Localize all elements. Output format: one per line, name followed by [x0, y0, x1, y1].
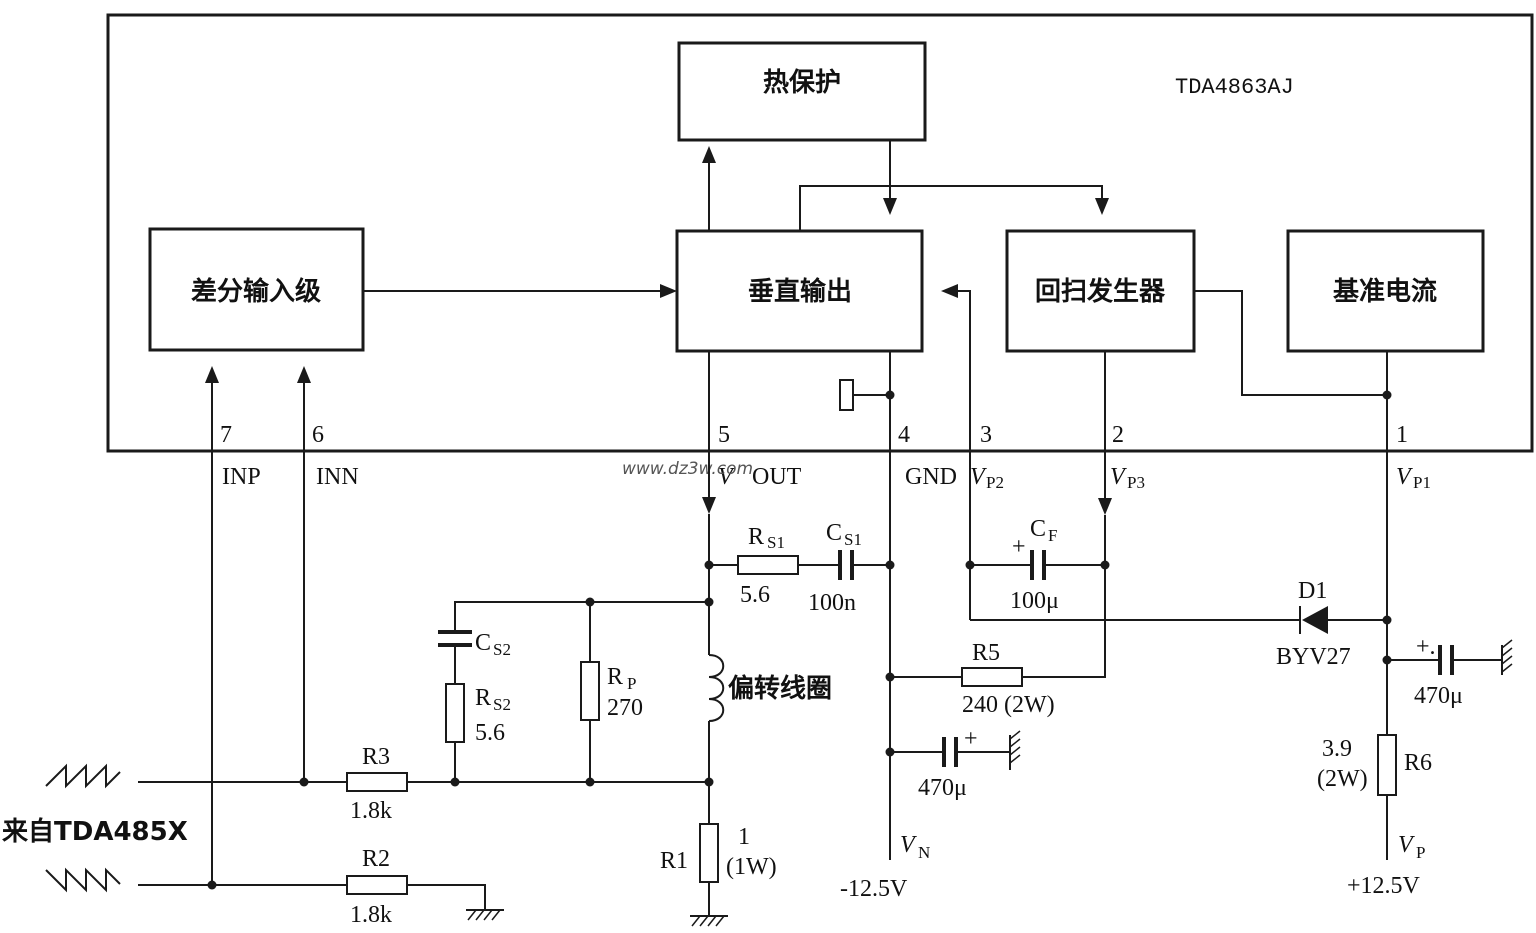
vp-v: V — [1398, 832, 1415, 858]
block-reference-label: 基准电流 — [1333, 277, 1437, 307]
r6-value: 3.9 — [1322, 736, 1352, 762]
coil-label: 偏转线圈 — [728, 673, 832, 704]
pin-6-number: 6 — [312, 422, 324, 448]
resistor-rs2 — [445, 683, 465, 743]
cs2-name: C — [475, 630, 491, 656]
r1-power: (1W) — [726, 854, 777, 880]
r6-name: R6 — [1404, 750, 1432, 776]
block-vertical-output: 垂直输出 — [675, 229, 924, 353]
rs1-sub: S1 — [767, 533, 785, 552]
internal-wiring — [205, 140, 1392, 451]
resistor-r2 — [346, 875, 408, 895]
block-flyback-label: 回扫发生器 — [1035, 276, 1166, 307]
pin-1-number: 1 — [1396, 422, 1408, 448]
d1-name: D1 — [1298, 578, 1327, 604]
r1-name: R1 — [660, 848, 688, 874]
c-vp-plus: +. — [1416, 634, 1436, 660]
cf-name: C — [1030, 516, 1046, 542]
pin-3-number: 3 — [980, 422, 992, 448]
vn-sub: N — [918, 843, 930, 862]
r5-name: R5 — [972, 640, 1000, 666]
output-branch — [138, 451, 895, 927]
pin-2-name-v: V — [1110, 464, 1127, 490]
resistor-r6 — [1377, 734, 1397, 796]
rs1-value: 5.6 — [740, 582, 770, 608]
vp-branch — [1377, 451, 1513, 860]
chip-outline — [106, 13, 1534, 453]
c-vn-plus: + — [964, 726, 978, 752]
pin-1-name-v: V — [1396, 464, 1413, 490]
r1-value: 1 — [738, 824, 750, 850]
rp-name: R — [607, 664, 623, 690]
r2-value: 1.8k — [350, 902, 392, 928]
pin-5-number: 5 — [718, 422, 730, 448]
c-vn-value: 470μ — [918, 775, 967, 801]
pin-2-number: 2 — [1112, 422, 1124, 448]
r3-name: R3 — [362, 744, 390, 770]
cf-plus: + — [1012, 534, 1026, 560]
pin-5-name-rest: OUT — [752, 464, 802, 490]
block-diff-input-label: 差分输入级 — [191, 276, 321, 307]
chip-name: TDA4863AJ — [1175, 75, 1294, 100]
vn-v: V — [900, 832, 917, 858]
block-flyback-generator: 回扫发生器 — [1005, 229, 1196, 353]
cs1-sub: S1 — [844, 530, 862, 549]
vp-sub: P — [1416, 843, 1425, 862]
r3-value: 1.8k — [350, 798, 392, 824]
block-thermal-protection: 热保护 — [677, 41, 927, 142]
component-labels: R S1 5.6 C S1 100n + C F 100μ D1 BYV27 +… — [350, 516, 1463, 928]
cf-sub: F — [1048, 526, 1057, 545]
resistor-rs1 — [737, 555, 799, 575]
vp-value: +12.5V — [1347, 873, 1421, 899]
pin-4-name: GND — [905, 464, 957, 490]
rp-sub: P — [627, 674, 636, 693]
cs1-value: 100n — [808, 590, 856, 616]
resistor-r5 — [961, 667, 1023, 687]
rp-value: 270 — [607, 695, 643, 721]
resistor-rp — [580, 661, 600, 721]
rs2-sub: S2 — [493, 695, 511, 714]
cf-value: 100μ — [1010, 588, 1059, 614]
pin-1-name-sub: P1 — [1413, 473, 1431, 492]
block-thermal-label: 热保护 — [763, 68, 841, 98]
pin-3-name-sub: P2 — [986, 473, 1004, 492]
rs2-name: R — [475, 685, 491, 711]
r6-power: (2W) — [1317, 766, 1368, 792]
block-reference-current: 基准电流 — [1286, 229, 1485, 353]
r5-value: 240 (2W) — [962, 692, 1055, 718]
flyback-branch — [965, 451, 1387, 634]
source-label: 来自TDA485X — [2, 816, 188, 847]
pin-7-number: 7 — [220, 422, 232, 448]
pin-7-name: INP — [222, 464, 261, 490]
input-branch — [45, 451, 504, 921]
c-vp-value: 470μ — [1414, 683, 1463, 709]
pin-3-name-v: V — [970, 464, 987, 490]
rs1-name: R — [748, 524, 764, 550]
gnd-branch — [885, 451, 1106, 860]
d1-value: BYV27 — [1276, 644, 1351, 670]
block-vertical-output-label: 垂直输出 — [748, 276, 852, 307]
cs1-name: C — [826, 520, 842, 546]
vn-value: -12.5V — [840, 876, 908, 902]
sawtooth-down-icon — [45, 867, 121, 893]
r2-name: R2 — [362, 846, 390, 872]
watermark: www.dz3w.com — [622, 459, 753, 479]
resistor-r1 — [699, 823, 719, 883]
pin-2-name-sub: P3 — [1127, 473, 1145, 492]
pin-labels: 7 6 5 4 3 2 1 INP INN V OUT GND V P2 V P… — [220, 422, 1431, 492]
supply-labels: V N -12.5V V P +12.5V — [840, 832, 1425, 902]
cs2-sub: S2 — [493, 640, 511, 659]
pin-4-number: 4 — [898, 422, 910, 448]
rs2-value: 5.6 — [475, 720, 505, 746]
sawtooth-up-icon — [45, 763, 121, 789]
pin-5-name-v: V — [718, 464, 735, 490]
diode-d1 — [1302, 606, 1328, 634]
block-diff-input: 差分输入级 — [148, 227, 365, 352]
pin-6-name: INN — [316, 464, 359, 490]
resistor-r3 — [346, 772, 408, 792]
